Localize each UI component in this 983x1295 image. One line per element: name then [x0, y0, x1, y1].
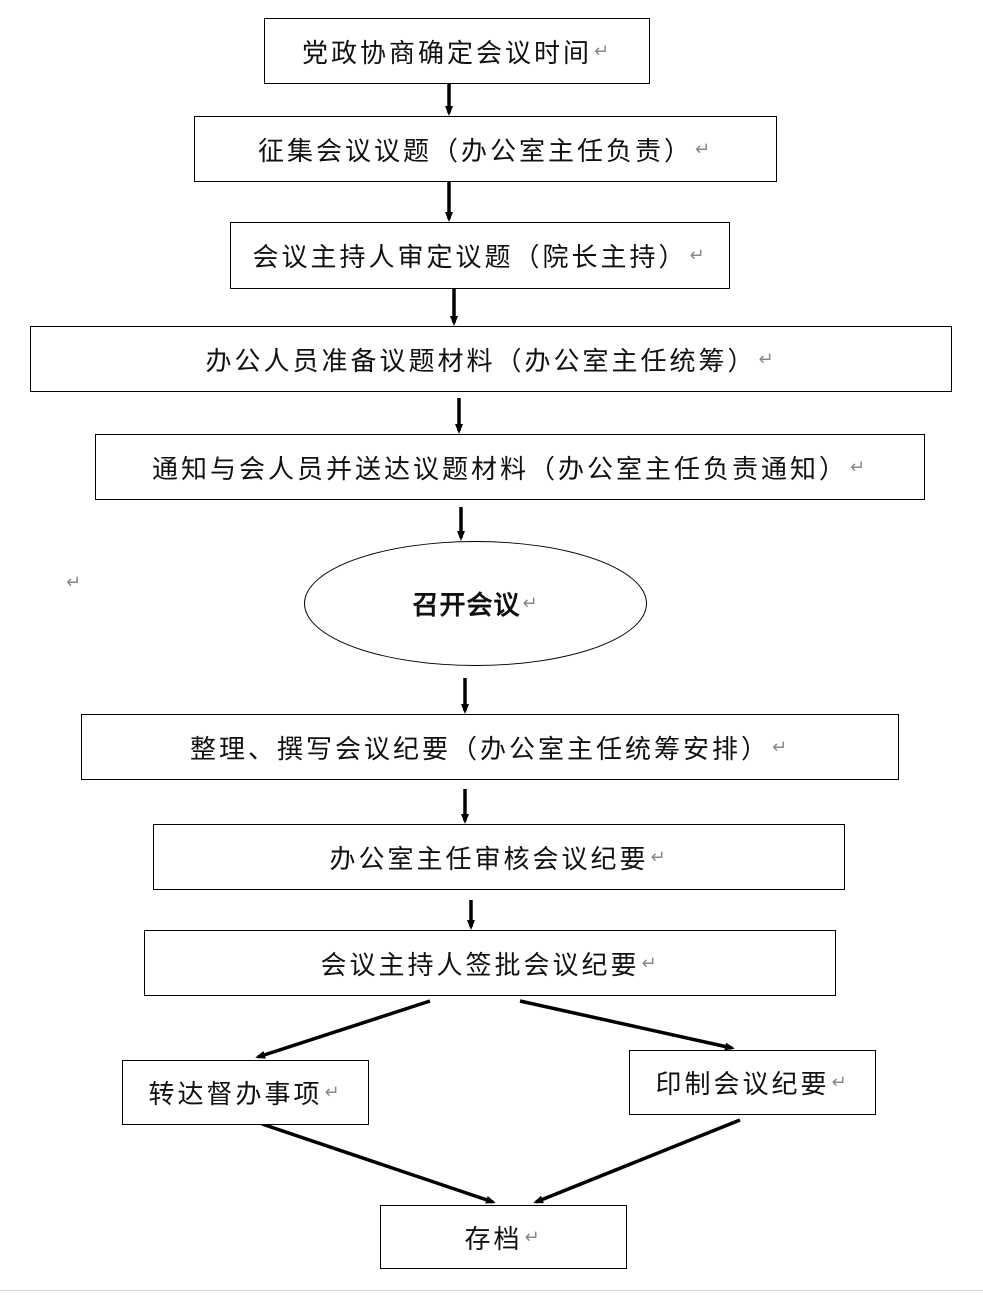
step-3-label: 会议主持人审定议题（院长主持） — [252, 243, 688, 273]
paragraph-mark: ↵ — [524, 1226, 543, 1248]
step-9-label: 会议主持人签批会议纪要 — [320, 950, 640, 981]
step-2-label: 征集会议议题（办公室主任负责） — [257, 136, 693, 167]
paragraph-mark: ↵ — [694, 138, 714, 160]
step-8-box: 办公室主任审核会议纪要↵ — [153, 824, 845, 890]
paragraph-mark: ↵ — [849, 456, 869, 478]
step-5-box: 通知与会人员并送达议题材料（办公室主任负责通知）↵ — [95, 434, 925, 500]
paragraph-mark: ↵ — [593, 40, 613, 62]
step-12-label: 存档 — [464, 1224, 523, 1255]
page-bottom-rule — [0, 1290, 983, 1291]
paragraph-mark: ↵ — [758, 348, 777, 370]
paragraph-mark: ↵ — [650, 846, 669, 868]
step-1-label: 党政协商确定会议时间 — [301, 38, 592, 69]
step-11-label: 印制会议纪要 — [655, 1070, 830, 1100]
arrow-9-10 — [255, 999, 431, 1059]
stray-paragraph-mark: ↵ — [66, 572, 82, 593]
step-4-label: 办公人员准备议题材料（办公室主任统筹） — [205, 346, 757, 377]
step-7-box: 整理、撰写会议纪要（办公室主任统筹安排）↵ — [81, 714, 899, 780]
paragraph-mark: ↵ — [831, 1072, 850, 1093]
step-10-label: 转达督办事项 — [148, 1080, 323, 1110]
step-4-box: 办公人员准备议题材料（办公室主任统筹）↵ — [30, 326, 952, 392]
step-8-label: 办公室主任审核会议纪要 — [329, 844, 649, 875]
step-3-box: 会议主持人审定议题（院长主持）↵ — [230, 222, 730, 289]
step-11-box: 印制会议纪要↵ — [629, 1050, 876, 1115]
paragraph-mark: ↵ — [522, 593, 539, 614]
step-7-label: 整理、撰写会议纪要（办公室主任统筹安排） — [189, 734, 770, 765]
step-2-box: 征集会议议题（办公室主任负责）↵ — [194, 116, 777, 182]
arrow-10-12 — [261, 1122, 496, 1204]
paragraph-mark: ↵ — [324, 1082, 343, 1103]
arrow-9-11 — [519, 999, 735, 1051]
step-10-box: 转达督办事项↵ — [122, 1060, 369, 1125]
step-6-oval: 召开会议↵ — [304, 541, 647, 666]
step-1-box: 党政协商确定会议时间↵ — [264, 18, 650, 84]
step-5-label: 通知与会人员并送达议题材料（办公室主任负责通知） — [151, 454, 848, 485]
paragraph-mark: ↵ — [771, 736, 791, 758]
step-6-label: 召开会议 — [412, 591, 521, 621]
arrow-11-12 — [533, 1118, 741, 1204]
paragraph-mark: ↵ — [641, 952, 660, 974]
step-9-box: 会议主持人签批会议纪要↵ — [144, 930, 836, 996]
step-12-box: 存档↵ — [380, 1205, 627, 1269]
paragraph-mark: ↵ — [689, 245, 708, 266]
